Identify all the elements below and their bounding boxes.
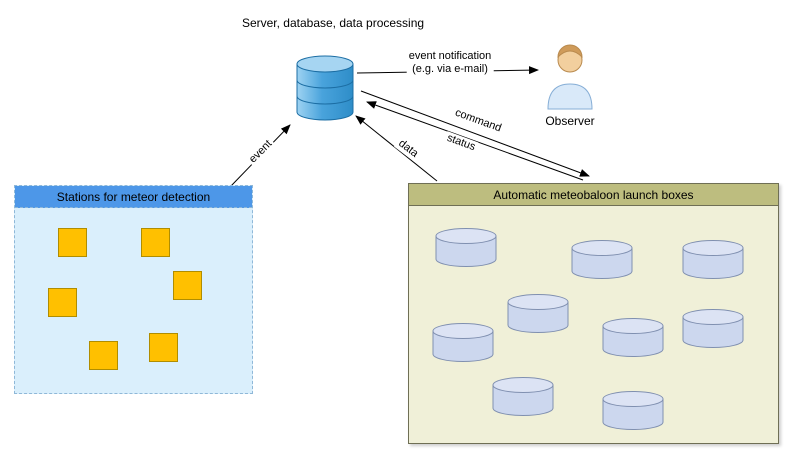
launch-box-cylinder-icon	[435, 228, 497, 268]
launch-box-cylinder-icon	[602, 318, 664, 358]
stations-box: Stations for meteor detection	[14, 185, 253, 394]
launch-box-cylinder-icon	[602, 391, 664, 431]
launch-box: Automatic meteobaloon launch boxes	[408, 183, 779, 444]
database-band-1	[296, 79, 354, 89]
launch-box-cylinder-icon	[432, 323, 494, 363]
meteor-station-square-icon	[89, 341, 118, 370]
database-top	[296, 55, 354, 73]
observer-label: Observer	[545, 114, 595, 128]
meteor-station-square-icon	[149, 333, 178, 362]
launch-box-cylinder-icon	[682, 240, 744, 280]
event-arrow-label: event	[245, 136, 277, 168]
database-band-2	[296, 95, 354, 105]
event-notification-line2: (e.g. via e-mail)	[412, 63, 488, 75]
database-body	[296, 64, 354, 121]
person-body	[547, 83, 593, 110]
stations-box-title: Stations for meteor detection	[15, 186, 252, 208]
person-hair	[557, 44, 583, 59]
launch-box-cylinder-icon	[507, 294, 569, 334]
event-notification-arrow-label: event notification (e.g. via e-mail)	[406, 50, 494, 76]
launch-box-cylinder-icon	[571, 240, 633, 280]
meteor-station-square-icon	[48, 288, 77, 317]
command-arrow-label: command	[451, 105, 505, 137]
launch-box-cylinder-icon	[682, 309, 744, 349]
event-notification-line1: event notification	[408, 50, 492, 62]
meteor-station-square-icon	[173, 271, 202, 300]
database-icon	[293, 53, 357, 123]
meteor-station-square-icon	[141, 228, 170, 257]
server-label: Server, database, data processing	[241, 16, 425, 30]
person-icon	[544, 43, 596, 111]
meteor-station-square-icon	[58, 228, 87, 257]
launch-box-cylinder-icon	[492, 377, 554, 417]
launch-box-title: Automatic meteobaloon launch boxes	[409, 184, 778, 206]
status-arrow-label: status	[443, 131, 479, 155]
data-arrow-label: data	[393, 136, 423, 162]
